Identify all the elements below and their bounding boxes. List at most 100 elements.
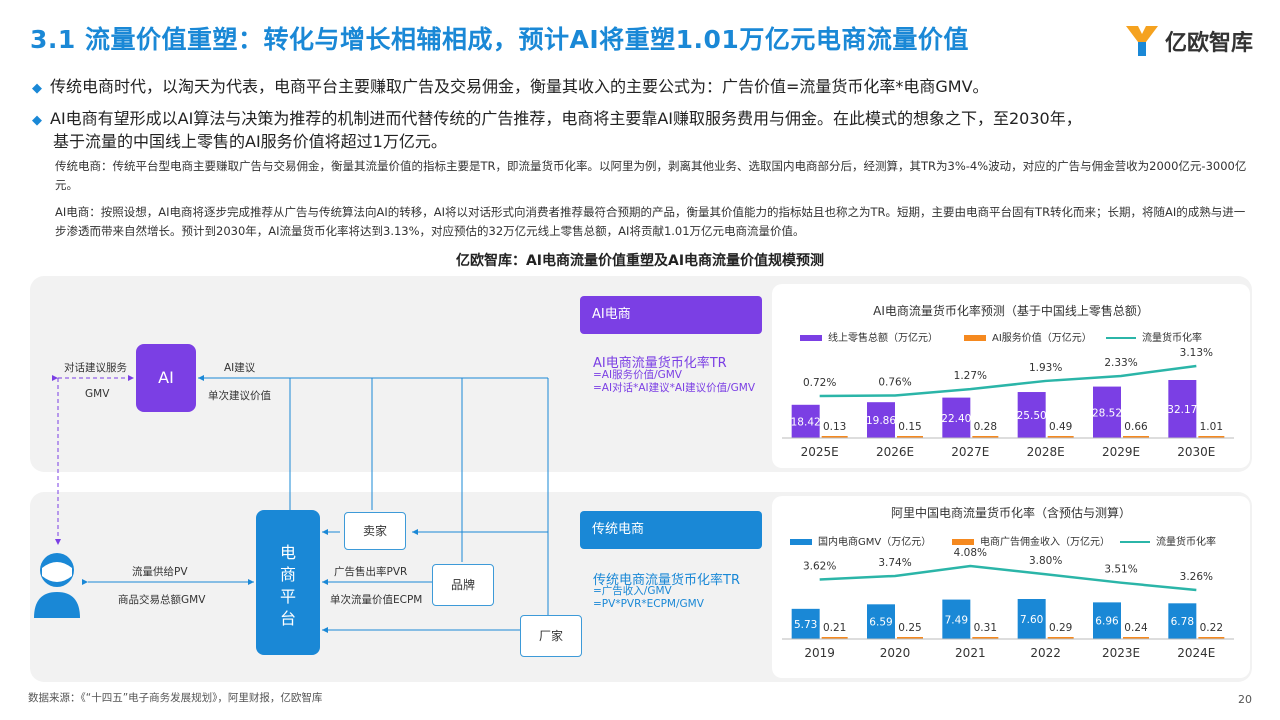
- trad-formula-title: 传统电商流量货币化率TR: [593, 573, 740, 588]
- page-number: 20: [1238, 693, 1252, 706]
- label-gmv: GMV: [85, 388, 110, 400]
- rate-label: 3.62%: [803, 560, 836, 572]
- manufacturer-node: 厂家: [520, 615, 582, 657]
- legend-swatch: [964, 335, 986, 341]
- bar-main: [791, 404, 820, 438]
- bar-secondary-label: 0.66: [1124, 421, 1148, 433]
- chart1-legend-2: AI服务价值（万亿元）: [964, 329, 1092, 344]
- ai-formula-line-2: =AI对话*AI建议*AI建议价值/GMV: [593, 382, 756, 394]
- legend-swatch: [1106, 337, 1136, 339]
- diamond-icon: ◆: [32, 81, 42, 96]
- rate-label: 0.72%: [803, 377, 836, 389]
- bar-main: [867, 604, 895, 639]
- bar-main-label: 22.40: [941, 413, 971, 425]
- legend-label: 电商广告佣金收入（万亿元）: [980, 537, 1110, 548]
- rate-line: [819, 364, 1197, 398]
- category-label: 2024E: [1177, 646, 1215, 660]
- rate-label: 1.27%: [954, 370, 987, 382]
- trad-formula-line-1: =广告收入/GMV: [593, 585, 672, 597]
- bar-secondary: [1198, 436, 1225, 438]
- rate-label: 1.93%: [1029, 362, 1062, 374]
- ai-node: AI: [136, 344, 196, 412]
- bar-secondary: [821, 436, 848, 438]
- label-traffic-pv: 流量供给PV: [132, 566, 188, 578]
- category-label: 2020: [880, 646, 911, 660]
- bullet-1: ◆ 传统电商时代，以淘天为代表，电商平台主要赚取广告及交易佣金，衡量其收入的主要公…: [32, 76, 989, 100]
- bar-secondary: [1047, 637, 1074, 639]
- category-label: 2025E: [801, 445, 839, 459]
- bullet-2-cont: 基于流量的中国线上零售的AI服务价值将超过1万亿元。: [53, 132, 447, 151]
- platform-label: 电商平台: [279, 543, 296, 628]
- bar-secondary-label: 0.28: [974, 421, 997, 433]
- rate-label: 3.51%: [1104, 564, 1137, 576]
- bar-main-label: 5.73: [794, 619, 817, 631]
- category-label: 2027E: [951, 445, 989, 459]
- section-title: 亿欧智库：AI电商流量价值重塑及AI电商流量价值规模预测: [455, 253, 825, 269]
- note-traditional: 传统电商：传统平台型电商主要赚取广告与交易佣金，衡量其流量价值的指标主要是TR，…: [55, 159, 1247, 192]
- bar-main: [1093, 602, 1121, 639]
- rate-label: 4.08%: [954, 548, 987, 559]
- bar-secondary-label: 0.24: [1124, 622, 1148, 634]
- platform-node: 电商平台: [256, 510, 320, 655]
- legend-label: AI服务价值（万亿元）: [992, 333, 1092, 344]
- bar-secondary-label: 0.49: [1049, 421, 1072, 433]
- bullet-2-text: AI电商有望形成以AI算法与决策为推荐的机制进而代替传统的广告推荐，电商将主要靠…: [50, 109, 1082, 128]
- chart2-title: 阿里中国电商流量货币化率（含预估与测算）: [890, 506, 1131, 520]
- ai-formula-title: AI电商流量货币化率TR: [593, 356, 727, 371]
- category-label: 2019: [804, 646, 835, 660]
- bar-main: [942, 397, 971, 438]
- bar-main-label: 32.17: [1167, 404, 1197, 416]
- label-ai-suggest: AI建议: [224, 362, 256, 374]
- legend-swatch: [800, 335, 822, 341]
- label-goods-gmv: 商品交易总额GMV: [118, 594, 206, 606]
- bar-secondary: [1123, 637, 1149, 639]
- brand-node: 品牌: [432, 564, 494, 606]
- legend-swatch: [1120, 541, 1150, 543]
- category-label: 2030E: [1177, 445, 1215, 459]
- legend-label: 流量货币化率: [1156, 537, 1216, 548]
- bar-secondary-label: 0.29: [1049, 622, 1072, 634]
- bar-main: [1093, 386, 1121, 438]
- chart1-legend-1: 线上零售总额（万亿元）: [800, 329, 938, 344]
- bar-secondary: [1047, 436, 1074, 438]
- page-title: 3.1 流量价值重塑：转化与增长相辅相成，预计AI将重塑1.01万亿元电商流量价…: [30, 25, 969, 54]
- bullet-2: ◆ AI电商有望形成以AI算法与决策为推荐的机制进而代替传统的广告推荐，电商将主要…: [32, 108, 1082, 132]
- rate-label: 0.76%: [878, 377, 911, 389]
- bar-secondary: [972, 637, 999, 639]
- ai-tag: AI电商: [580, 296, 762, 334]
- chart2-legend-3: 流量货币化率: [1120, 533, 1216, 548]
- bullet-1-text: 传统电商时代，以淘天为代表，电商平台主要赚取广告及交易佣金，衡量其收入的主要公式…: [50, 77, 989, 96]
- bar-main-label: 18.42: [791, 416, 821, 428]
- bar-secondary: [897, 436, 923, 438]
- bar-secondary: [1198, 637, 1225, 639]
- bar-main-label: 28.52: [1092, 407, 1122, 419]
- legend-swatch: [952, 539, 974, 545]
- legend-label: 国内电商GMV（万亿元）: [818, 537, 932, 548]
- ai-formula-line-1: =AI服务价值/GMV: [593, 369, 682, 381]
- label-single-value: 单次建议价值: [208, 390, 271, 402]
- brand-logo-icon: [1126, 26, 1158, 56]
- category-label: 2021: [955, 646, 986, 660]
- chart2-legend-1: 国内电商GMV（万亿元）: [790, 533, 931, 548]
- trad-tag: 传统电商: [580, 511, 762, 549]
- bar-main-label: 6.59: [869, 617, 892, 629]
- bar-main-label: 19.86: [866, 415, 896, 427]
- bar-main-label: 6.96: [1095, 616, 1119, 628]
- bar-main: [1017, 392, 1046, 438]
- legend-label: 线上零售总额（万亿元）: [828, 333, 938, 344]
- bar-main: [1017, 599, 1046, 639]
- bar-main-label: 7.49: [945, 614, 968, 626]
- bar-secondary-label: 0.31: [974, 622, 997, 634]
- consumer-icon: [34, 553, 80, 618]
- rate-label: 2.33%: [1104, 357, 1137, 369]
- trad-formula-line-2: =PV*PVR*ECPM/GMV: [593, 598, 704, 610]
- chart1-legend-3: 流量货币化率: [1106, 329, 1202, 344]
- seller-node: 卖家: [344, 512, 406, 550]
- bar-main: [942, 599, 971, 639]
- diamond-icon: ◆: [32, 113, 42, 128]
- label-dialog-service: 对话建议服务: [64, 362, 127, 374]
- rate-label: 3.74%: [878, 557, 911, 569]
